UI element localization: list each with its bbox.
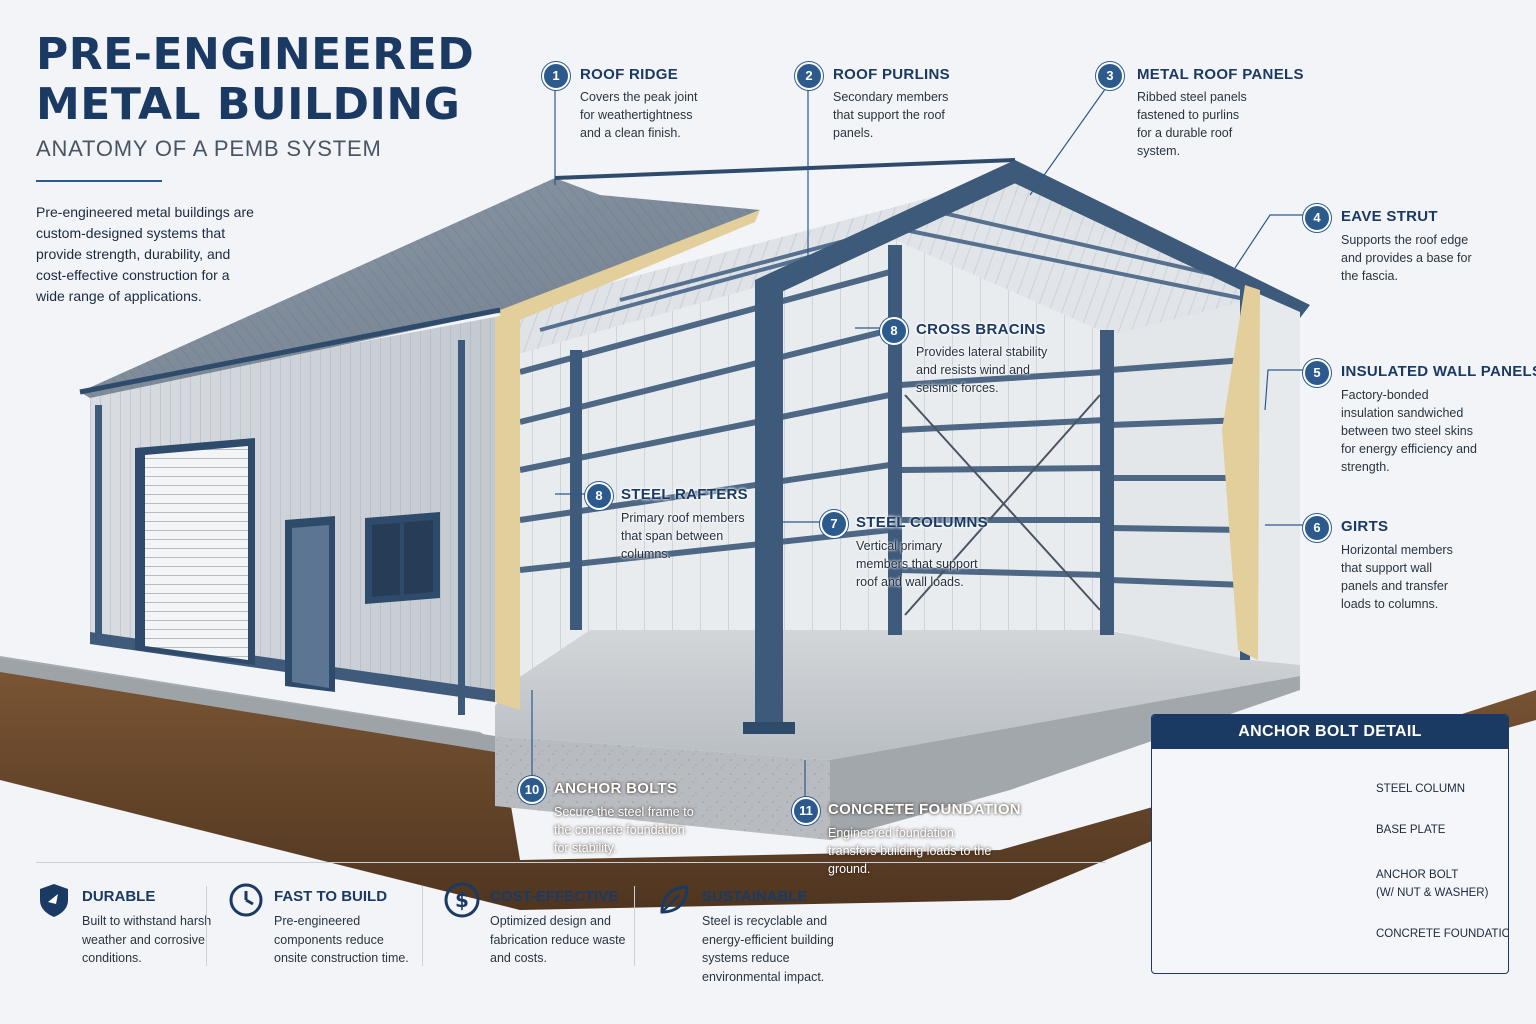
callout-badge-steel-columns: 7 bbox=[820, 510, 848, 538]
svg-text:$: $ bbox=[455, 888, 469, 912]
callout-badge-eave-strut: 4 bbox=[1303, 204, 1331, 232]
page-subtitle: ANATOMY OF A PEMB SYSTEM bbox=[36, 136, 382, 161]
callout-desc-steel-rafters: Primary roof members that span between c… bbox=[621, 511, 745, 561]
title-line-2: METAL BUILDING bbox=[36, 79, 461, 130]
page-title: PRE-ENGINEERED METAL BUILDING bbox=[36, 30, 474, 130]
detail-label-base-plate: BASE PLATE bbox=[1376, 824, 1446, 836]
callout-badge-cross-bracing: 8 bbox=[880, 317, 908, 345]
title-divider bbox=[36, 180, 162, 182]
callout-badge-steel-rafters: 8 bbox=[585, 482, 613, 510]
callout-badge-concrete-foundation: 11 bbox=[792, 797, 820, 825]
detail-label-nut-washer: (W/ NUT & WASHER) bbox=[1376, 887, 1489, 899]
feature-desc: Pre-engineered components reduce onsite … bbox=[274, 914, 409, 965]
callout-badge-insulated-wall-panels: 5 bbox=[1303, 359, 1331, 387]
feature-separator bbox=[634, 886, 635, 966]
callout-desc-cross-bracing: Provides lateral stability and resists w… bbox=[916, 345, 1048, 395]
dollar-icon: $ bbox=[444, 882, 480, 918]
callout-title-steel-rafters: STEEL RAFTERS bbox=[621, 486, 748, 503]
feature-desc: Steel is recyclable and energy-efficient… bbox=[702, 914, 834, 984]
callout-desc-anchor-bolts: Secure the steel frame to the concrete f… bbox=[554, 805, 694, 855]
callout-title-concrete-foundation: CONCRETE FOUNDATION bbox=[828, 801, 1021, 818]
callout-title-roof-purlins: ROOF PURLINS bbox=[833, 66, 950, 83]
leaf-icon bbox=[660, 885, 689, 914]
callout-badge-girts: 6 bbox=[1303, 514, 1331, 542]
callout-badge-anchor-bolts: 10 bbox=[518, 776, 546, 804]
callout-desc-steel-columns: Vertical primary members that support ro… bbox=[856, 539, 978, 589]
callout-title-anchor-bolts: ANCHOR BOLTS bbox=[554, 780, 678, 797]
feature-title: DURABLE bbox=[82, 888, 156, 905]
anchor-bolt-detail-title: ANCHOR BOLT DETAIL bbox=[1152, 715, 1508, 749]
callout-desc-eave-strut: Supports the roof edge and provides a ba… bbox=[1341, 233, 1472, 283]
callout-title-cross-bracing: CROSS BRACINS bbox=[916, 321, 1046, 338]
callout-desc-concrete-foundation: Engineered foundation transfers building… bbox=[828, 826, 992, 876]
features-divider bbox=[36, 862, 1106, 863]
callout-badge-roof-purlins: 2 bbox=[795, 62, 823, 90]
feature-title: COST-EFFECTIVE bbox=[490, 888, 619, 905]
feature-desc: Optimized design and fabrication reduce … bbox=[490, 914, 626, 965]
shield-icon bbox=[40, 884, 68, 917]
callout-title-girts: GIRTS bbox=[1341, 518, 1389, 535]
anchor-bolt-detail-panel: ANCHOR BOLT DETAIL STEEL COLUMN BASE PLA… bbox=[1151, 714, 1509, 974]
title-line-1: PRE-ENGINEERED bbox=[36, 29, 475, 80]
callout-title-eave-strut: EAVE STRUT bbox=[1341, 208, 1438, 225]
callout-desc-metal-roof-panels: Ribbed steel panels fastened to purlins … bbox=[1137, 90, 1247, 158]
callout-title-roof-ridge: ROOF RIDGE bbox=[580, 66, 679, 83]
callout-badge-roof-ridge: 1 bbox=[542, 62, 570, 90]
feature-desc: Built to withstand harsh weather and cor… bbox=[82, 914, 212, 965]
feature-title: SUSTAINABLE bbox=[702, 888, 808, 905]
callout-title-metal-roof-panels: METAL ROOF PANELS bbox=[1137, 66, 1304, 83]
detail-label-anchor-bolt: ANCHOR BOLT bbox=[1376, 869, 1459, 881]
callout-desc-roof-purlins: Secondary members that support the roof … bbox=[833, 90, 949, 140]
callout-title-steel-columns: STEEL COLUMNS bbox=[856, 514, 988, 531]
feature-separator bbox=[422, 886, 423, 966]
detail-label-concrete-foundation: CONCRETE FOUNDATION bbox=[1376, 928, 1509, 940]
detail-label-steel-column: STEEL COLUMN bbox=[1376, 783, 1466, 795]
callout-title-insulated-wall-panels: INSULATED WALL PANELS bbox=[1341, 363, 1536, 380]
callout-desc-roof-ridge: Covers the peak joint for weathertightne… bbox=[580, 90, 698, 140]
clock-icon bbox=[229, 883, 263, 917]
feature-separator bbox=[206, 886, 207, 966]
callout-badge-metal-roof-panels: 3 bbox=[1096, 62, 1124, 90]
intro-text: Pre-engineered metal buildings are custo… bbox=[36, 204, 254, 304]
callout-desc-insulated-wall-panels: Factory-bonded insulation sandwiched bet… bbox=[1341, 388, 1477, 474]
feature-title: FAST TO BUILD bbox=[274, 888, 388, 905]
callout-desc-girts: Horizontal members that support wall pan… bbox=[1341, 543, 1453, 611]
